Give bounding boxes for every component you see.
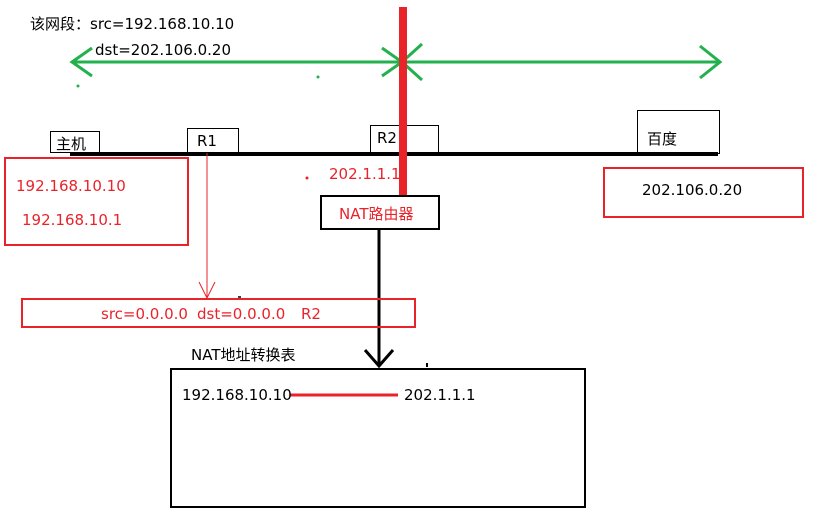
nat-arrow bbox=[363, 229, 395, 369]
host-label: 主机 bbox=[56, 135, 87, 153]
green-arrow-right bbox=[399, 42, 723, 82]
nat-outside-address: 202.1.1.1 bbox=[404, 386, 476, 404]
nat-table-title: NAT地址转换表 bbox=[191, 346, 296, 364]
r2-label: R2 bbox=[377, 129, 397, 147]
green-dot bbox=[76, 84, 80, 88]
route-entry-box: src=0.0.0.0 dst=0.0.0.0 R2 bbox=[21, 298, 416, 328]
host-node: 主机 bbox=[50, 131, 100, 153]
host-ip: 192.168.10.10 bbox=[16, 177, 126, 195]
route-next-hop: R2 bbox=[301, 305, 321, 323]
baidu-ip: 202.106.0.20 bbox=[642, 181, 743, 199]
nat-router-box: NAT路由器 bbox=[320, 195, 440, 230]
nat-router-label: NAT路由器 bbox=[339, 205, 414, 223]
baidu-node: 百度 bbox=[637, 110, 720, 154]
nat-inside-address: 192.168.10.10 bbox=[182, 386, 292, 404]
red-divider bbox=[399, 7, 407, 225]
r2-public-ip: 202.1.1.1 bbox=[329, 165, 401, 183]
r1-label: R1 bbox=[197, 132, 217, 150]
route-arrow bbox=[198, 153, 216, 300]
route-dst: dst=0.0.0.0 bbox=[197, 305, 286, 323]
r1-node: R1 bbox=[187, 128, 239, 153]
baidu-label: 百度 bbox=[647, 130, 678, 148]
segment-src-label: 该网段：src=192.168.10.10 bbox=[30, 15, 235, 33]
green-dot bbox=[316, 75, 320, 79]
baidu-address-box: 202.106.0.20 bbox=[603, 167, 804, 218]
nat-table-box: 192.168.10.10 202.1.1.1 bbox=[170, 368, 586, 508]
gateway-ip: 192.168.10.1 bbox=[22, 211, 123, 229]
host-address-box: 192.168.10.10 192.168.10.1 bbox=[4, 157, 189, 246]
route-src: src=0.0.0.0 bbox=[101, 305, 188, 323]
segment-dst-label: dst=202.106.0.20 bbox=[95, 41, 231, 59]
red-dot bbox=[305, 176, 309, 180]
